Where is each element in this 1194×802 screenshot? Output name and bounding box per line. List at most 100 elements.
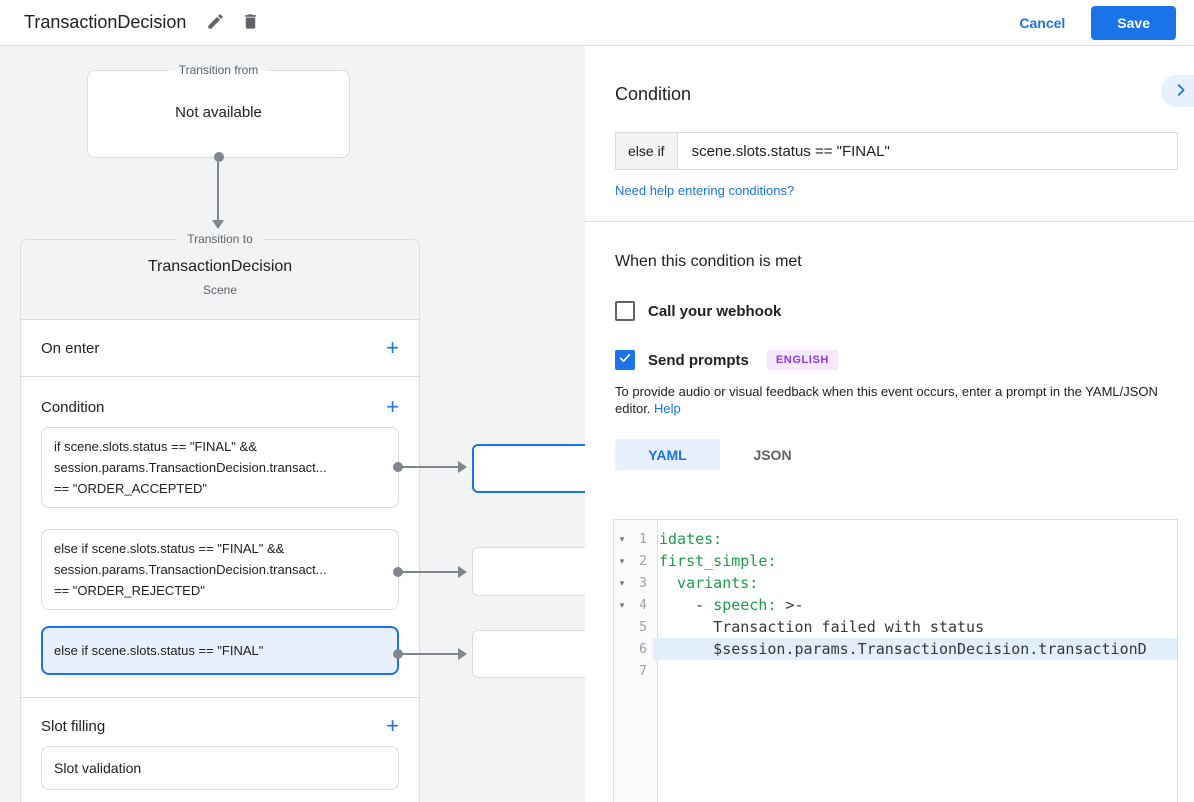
code-segment: idates:	[659, 530, 723, 548]
pencil-icon	[206, 12, 225, 34]
code-text: Transaction failed with status	[653, 616, 1177, 638]
code-text	[653, 660, 1177, 682]
condition-section-label: Condition	[41, 398, 105, 416]
send-prompts-row: Send prompts ENGLISH	[615, 350, 1178, 370]
add-condition-button[interactable]: +	[386, 394, 399, 419]
code-line[interactable]: 6 $session.params.TransactionDecision.tr…	[614, 638, 1177, 660]
line-number: 7	[639, 663, 647, 679]
connector-arrowhead	[458, 566, 467, 578]
language-badge: ENGLISH	[766, 350, 838, 370]
condition-expression-row: else if	[615, 132, 1178, 170]
code-line[interactable]: ▾ 4 - speech: >-	[614, 594, 1177, 616]
page-title: TransactionDecision	[24, 12, 187, 32]
save-button[interactable]: Save	[1091, 5, 1176, 40]
connector-arrowhead	[458, 648, 467, 660]
code-line[interactable]: ▾ 3 variants:	[614, 572, 1177, 594]
condition-card-line: session.params.TransactionDecision.trans…	[54, 562, 327, 577]
help-link[interactable]: Help	[654, 401, 681, 416]
code-text: $session.params.TransactionDecision.tran…	[653, 638, 1177, 660]
yaml-code-editor[interactable]: ▾ 1 idates: ▾ 2 first_simple: ▾ 3 variants: ▾ 4 -…	[613, 519, 1178, 802]
fold-arrow-icon[interactable]: ▾	[619, 577, 625, 588]
line-number: 4	[639, 597, 647, 613]
slot-validation-card[interactable]: Slot validation	[41, 746, 399, 790]
editor-tabs: YAML JSON	[615, 439, 1178, 470]
delete-scene-button[interactable]	[237, 8, 264, 38]
cancel-button[interactable]: Cancel	[1019, 14, 1066, 31]
connector-arrowhead	[458, 461, 467, 473]
on-enter-label: On enter	[41, 339, 100, 357]
edit-scene-button[interactable]	[202, 8, 229, 38]
code-segment: $session.params.TransactionDecision.tran…	[659, 640, 1147, 658]
line-number: 2	[639, 553, 647, 569]
condition-card-line: else if scene.slots.status == "FINAL" &&	[54, 541, 285, 556]
transition-target-node[interactable]	[472, 444, 585, 493]
condition-card-line: == "ORDER_ACCEPTED"	[54, 481, 207, 496]
add-on-enter-button[interactable]: +	[386, 335, 399, 360]
scene-subtitle: Scene	[202, 283, 238, 297]
scene-header: TransactionDecision Scene	[21, 240, 419, 320]
editor-gutter	[614, 520, 658, 802]
code-line[interactable]: 5 Transaction failed with status	[614, 616, 1177, 638]
slot-validation-label: Slot validation	[54, 760, 142, 776]
condition-card[interactable]: else if scene.slots.status == "FINAL" &&…	[41, 529, 399, 610]
when-condition-heading: When this condition is met	[615, 253, 802, 270]
transition-to-label: Transition to	[177, 232, 263, 246]
line-number: 5	[639, 619, 647, 635]
fold-arrow-icon[interactable]: ▾	[619, 599, 625, 610]
connector-line	[401, 466, 459, 468]
condition-section: Condition + if scene.slots.status == "FI…	[21, 377, 419, 698]
code-text: - speech: >-	[653, 594, 1177, 616]
connector-line	[401, 571, 459, 573]
trash-icon	[241, 12, 260, 34]
line-number: 3	[639, 575, 647, 591]
line-number: 6	[639, 641, 647, 657]
condition-card-line: else if scene.slots.status == "FINAL"	[54, 643, 264, 658]
code-text: variants:	[653, 572, 1177, 594]
slot-filling-label: Slot filling	[41, 717, 106, 735]
line-number: 1	[639, 531, 647, 547]
call-webhook-checkbox[interactable]	[615, 301, 635, 321]
connector-dot	[393, 649, 403, 659]
panel-divider	[585, 221, 1194, 222]
call-webhook-label: Call your webhook	[648, 302, 782, 320]
panel-heading: Condition	[615, 84, 692, 104]
code-line[interactable]: ▾ 2 first_simple:	[614, 550, 1177, 572]
transition-arrowhead	[212, 220, 224, 229]
on-enter-section: On enter +	[21, 320, 419, 377]
condition-card[interactable]: if scene.slots.status == "FINAL" && sessi…	[41, 427, 399, 508]
send-prompts-checkbox[interactable]	[615, 350, 635, 370]
condition-card-line: if scene.slots.status == "FINAL" &&	[54, 439, 257, 454]
code-segment: speech:	[713, 596, 777, 614]
code-segment: Transaction failed with status	[659, 618, 985, 636]
transition-target-node[interactable]	[472, 630, 585, 678]
prompt-helper-text: To provide audio or visual feedback when…	[615, 384, 1158, 416]
code-line[interactable]: 7	[614, 660, 1177, 682]
section-divider	[21, 697, 419, 698]
transition-target-node[interactable]	[472, 547, 585, 596]
condition-card-line: == "ORDER_REJECTED"	[54, 583, 205, 598]
conditions-help-link[interactable]: Need help entering conditions?	[615, 183, 795, 198]
tab-json[interactable]: JSON	[753, 446, 792, 463]
transition-from-value: Not available	[175, 104, 262, 122]
code-segment: variants:	[659, 574, 759, 592]
tab-yaml[interactable]: YAML	[615, 439, 720, 470]
fold-arrow-icon[interactable]: ▾	[619, 555, 625, 566]
condition-editor-panel: Condition else if Need help entering con…	[585, 46, 1194, 802]
webhook-row: Call your webhook	[615, 301, 1178, 321]
condition-expression-input[interactable]	[676, 132, 1178, 170]
connector-dot	[214, 152, 224, 162]
add-slot-button[interactable]: +	[386, 713, 399, 738]
collapse-panel-button[interactable]	[1161, 75, 1194, 107]
transition-arrow	[217, 162, 219, 220]
code-text: first_simple:	[653, 550, 1177, 572]
transition-from-label: Transition from	[168, 63, 269, 77]
condition-card-line: session.params.TransactionDecision.trans…	[54, 460, 327, 475]
scene-title: TransactionDecision	[147, 258, 293, 275]
code-segment: first_simple:	[659, 552, 777, 570]
fold-arrow-icon[interactable]: ▾	[619, 533, 625, 544]
top-bar: TransactionDecision Cancel Save	[0, 0, 1194, 46]
code-segment: >-	[776, 596, 804, 614]
code-segment: -	[659, 596, 714, 614]
condition-card[interactable]: else if scene.slots.status == "FINAL"	[41, 626, 399, 675]
code-line[interactable]: ▾ 1 idates:	[614, 528, 1177, 550]
